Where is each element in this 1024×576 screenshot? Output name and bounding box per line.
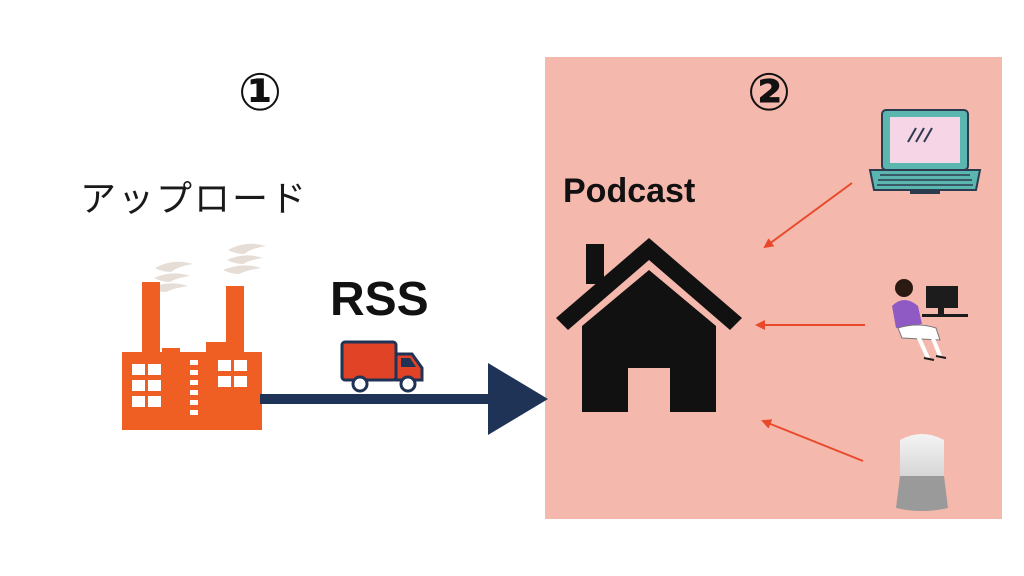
rss-arrow bbox=[260, 363, 548, 435]
arrow-from-laptop bbox=[763, 182, 853, 249]
listener-arrows bbox=[755, 182, 865, 462]
rss-label: RSS bbox=[330, 273, 429, 326]
truck-icon bbox=[340, 340, 424, 393]
podcast-label: Podcast bbox=[563, 172, 696, 210]
step-number-2: ② bbox=[747, 63, 792, 123]
upload-label: アップロード bbox=[80, 179, 309, 220]
house-icon bbox=[556, 238, 742, 412]
laptop-icon bbox=[868, 109, 982, 194]
step-number-1: ① bbox=[238, 63, 283, 123]
arrow-from-speaker bbox=[761, 419, 864, 462]
person-at-computer-icon bbox=[892, 279, 968, 361]
smoke-icon bbox=[150, 243, 266, 292]
smart-speaker-icon bbox=[896, 434, 948, 511]
factory-icon bbox=[122, 243, 266, 430]
